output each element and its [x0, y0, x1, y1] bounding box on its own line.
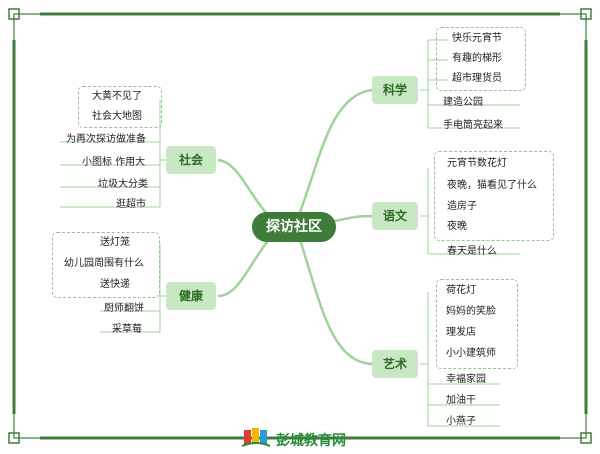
branch-health: 健康	[166, 282, 216, 310]
leaf-art-1: 荷花灯	[446, 285, 476, 296]
leaf-society-4: 小图标 作用大	[82, 157, 146, 168]
leaf-science-3: 超市理货员	[452, 73, 502, 84]
group-science	[436, 27, 526, 91]
leaf-science-1: 快乐元宵节	[452, 33, 502, 44]
leaf-art-5: 幸福家园	[446, 374, 486, 385]
leaf-health-2: 幼儿园周围有什么	[64, 258, 144, 269]
leaf-health-5: 采草莓	[112, 324, 142, 335]
leaf-society-5: 垃圾大分类	[98, 179, 148, 190]
leaf-art-7: 小燕子	[446, 416, 476, 427]
leaf-society-6: 逛超市	[116, 199, 146, 210]
branch-art: 艺术	[372, 350, 418, 378]
leaf-society-1: 大黄不见了	[92, 91, 142, 102]
leaf-science-4: 建造公园	[443, 97, 483, 108]
leaf-health-1: 送灯笼	[100, 237, 130, 248]
leaf-art-4: 小小建筑师	[446, 348, 496, 359]
watermark-text: 彭城教育网	[276, 433, 346, 449]
leaf-art-3: 理发店	[446, 327, 476, 338]
decorative-frame	[8, 8, 592, 444]
leaf-science-2: 有趣的梯形	[452, 53, 502, 64]
leaf-art-2: 妈妈的笑脸	[446, 306, 496, 317]
group-society	[78, 86, 162, 128]
leaf-chinese-3: 造房子	[447, 201, 477, 212]
leaf-science-5: 手电筒亮起来	[443, 120, 503, 131]
leaf-health-3: 送快递	[100, 279, 130, 290]
leaf-chinese-5: 春天是什么	[447, 246, 497, 257]
leaf-chinese-2: 夜晚，猫看见了什么	[447, 180, 537, 191]
leaf-art-6: 加油干	[446, 395, 476, 406]
leaf-chinese-4: 夜晚	[447, 221, 467, 232]
leaf-health-4: 厨师翻饼	[104, 303, 144, 314]
branch-chinese: 语文	[372, 202, 418, 230]
leaf-chinese-1: 元宵节数花灯	[447, 158, 507, 169]
center-topic: 探访社区	[252, 212, 336, 242]
leaf-society-3: 为再次探访做准备	[66, 134, 146, 145]
group-chinese	[434, 151, 554, 241]
leaf-society-2: 社会大地图	[92, 111, 142, 122]
group-health	[52, 232, 160, 298]
branch-science: 科学	[372, 76, 418, 104]
branch-society: 社会	[166, 146, 216, 174]
group-art	[436, 279, 518, 369]
leaf-connectors	[60, 39, 520, 427]
